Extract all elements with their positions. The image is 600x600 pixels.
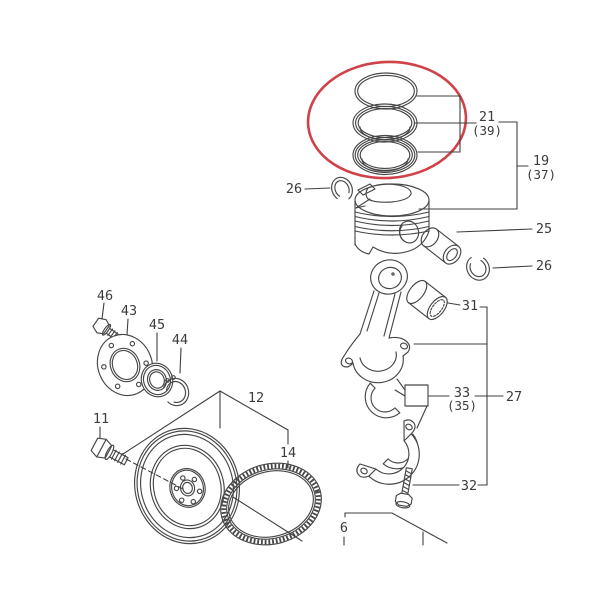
piston-pin [420, 227, 462, 265]
callout-46: 46 [97, 288, 113, 304]
flywheel-bolt [90, 437, 129, 466]
flywheel-hub [169, 467, 206, 508]
callout-26-left: 26 [286, 181, 302, 197]
callout-6: 6 [340, 520, 348, 536]
bearing-callout-box [394, 378, 429, 429]
callout-21: 21 [479, 109, 495, 125]
snap-ring [162, 375, 190, 407]
small-end-bushing [406, 279, 448, 321]
left-group-leader-lines [99, 187, 331, 439]
callout-27: 27 [506, 389, 522, 405]
piston-oil-ring [352, 134, 418, 176]
callout-43: 43 [121, 303, 137, 319]
callout-11: 11 [93, 411, 109, 427]
piston-pin-circlip-right [466, 255, 490, 281]
ring-gear [220, 462, 322, 546]
highlight-ellipse [306, 60, 468, 180]
bearing-cap [356, 419, 420, 485]
callout-35: (35) [447, 398, 477, 413]
callout-37: (37) [526, 167, 556, 182]
callout-33: 33 [454, 385, 470, 401]
callout-44: 44 [172, 332, 188, 348]
callout-45: 45 [149, 317, 165, 333]
piston [354, 183, 430, 255]
pilot-bearing [140, 362, 174, 398]
assembly-axis-line [125, 458, 303, 542]
piston-pin-circlip-left [331, 176, 353, 202]
connecting-rod [340, 259, 411, 384]
callout-39: (39) [472, 123, 502, 138]
callout-14: 14 [280, 445, 296, 461]
bearing-retainer-flange [96, 333, 154, 397]
callout-31: 31 [462, 298, 478, 314]
callout-26-right: 26 [536, 258, 552, 274]
rod-bolt [394, 467, 413, 509]
callout-12: 12 [248, 390, 264, 406]
callout-32: 32 [461, 478, 477, 494]
piston-ring-second [352, 103, 418, 143]
callout-25: 25 [536, 221, 552, 237]
rod-assembly-leader-lines [412, 228, 533, 486]
callout-19: 19 [533, 153, 549, 169]
crankshaft-leader-lines [343, 512, 448, 546]
flywheel-leader-lines [122, 390, 289, 469]
ring-set-leader-lines [414, 95, 529, 210]
rod-bearing-upper-shell [364, 382, 401, 419]
flywheel [134, 427, 240, 545]
